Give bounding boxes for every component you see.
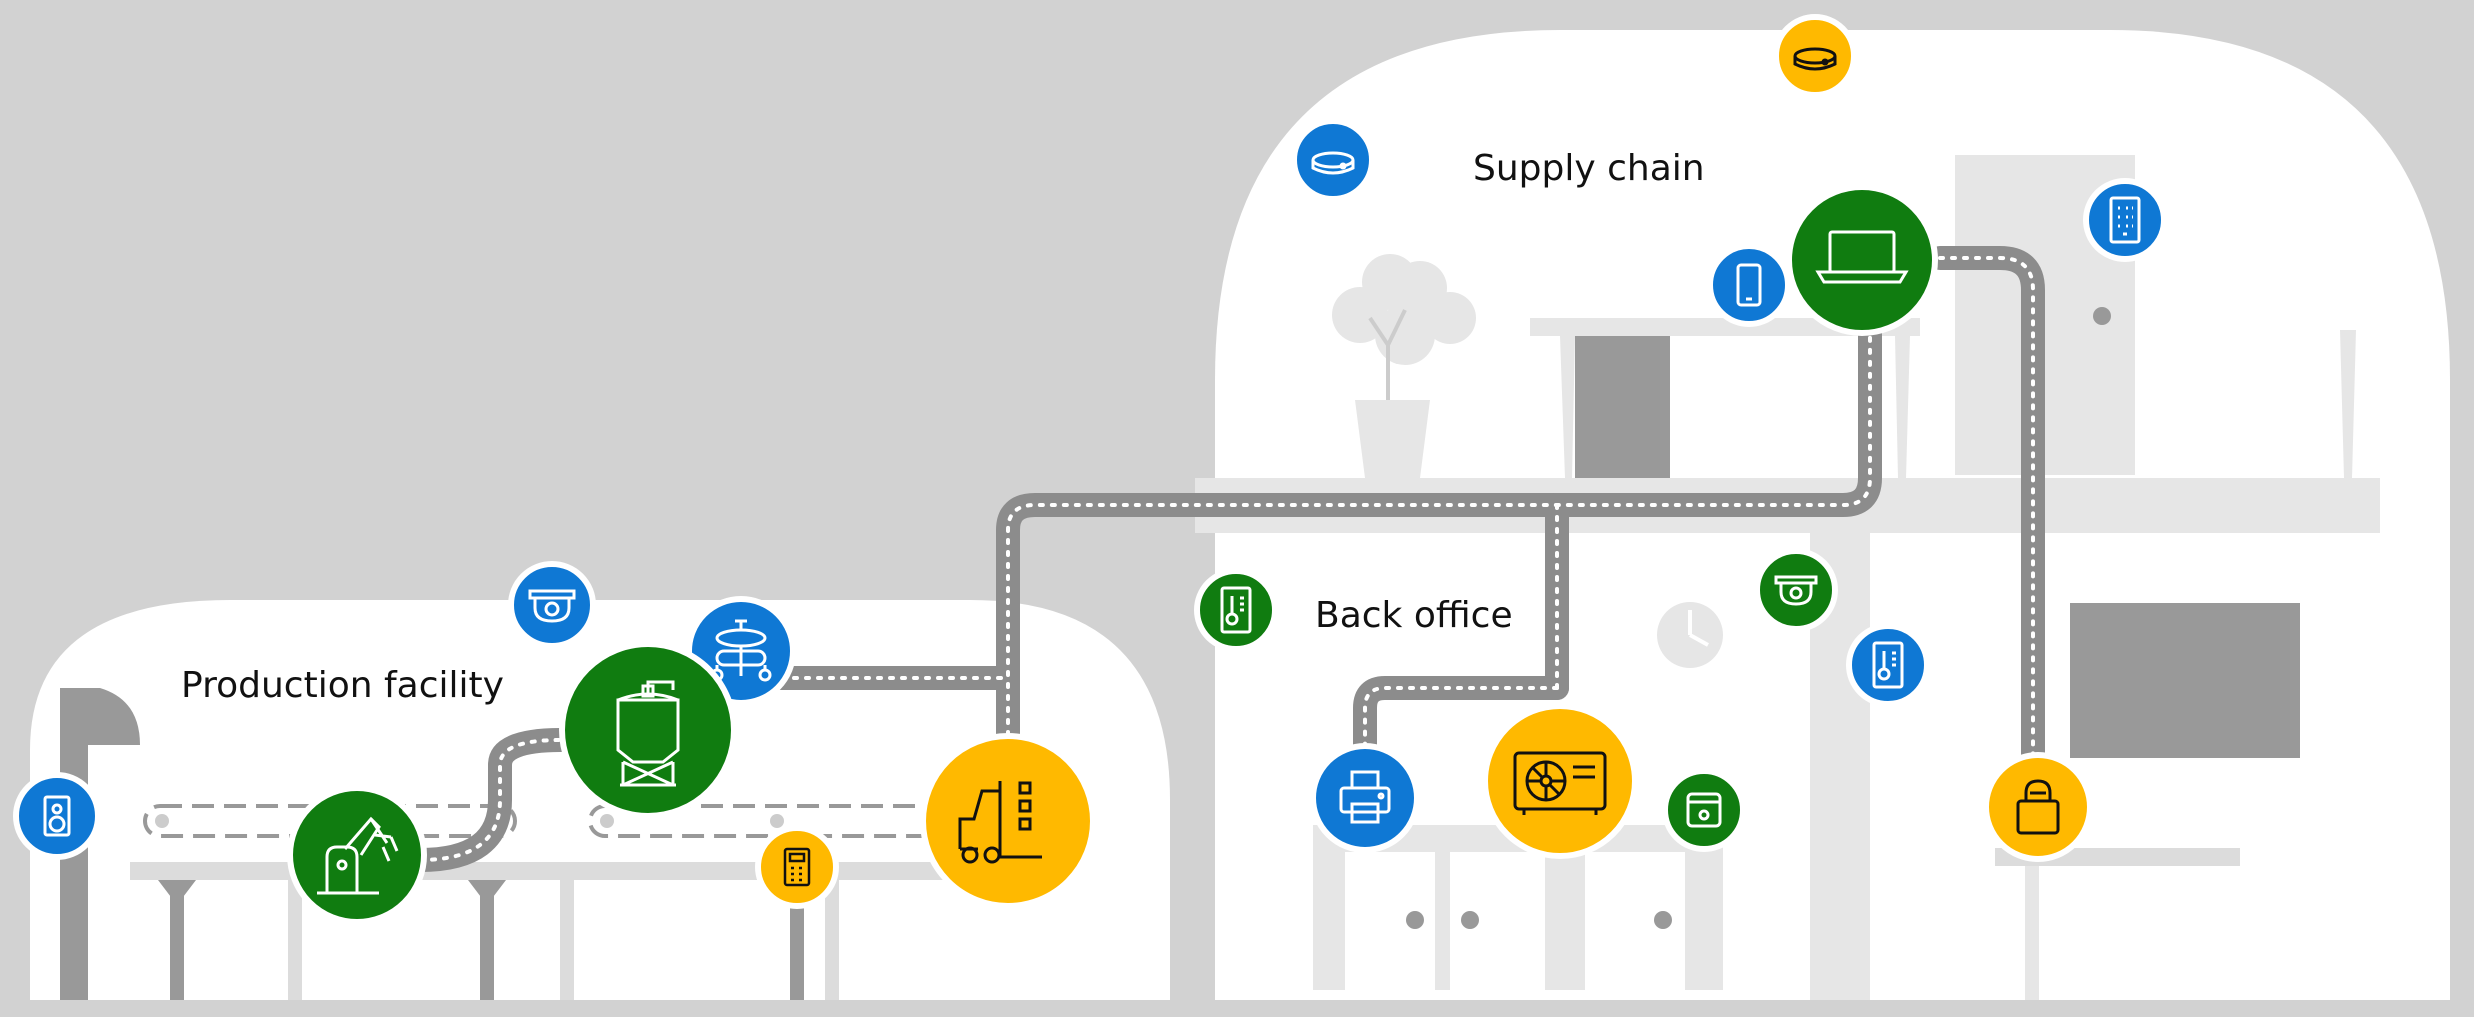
- thermometer-icon[interactable]: [1846, 623, 1930, 707]
- printer-icon[interactable]: [1310, 743, 1420, 853]
- padlock-icon[interactable]: [1983, 752, 2093, 862]
- robotic-arm-icon[interactable]: [287, 785, 427, 925]
- safe-icon[interactable]: [1662, 768, 1746, 852]
- plant-icon: [1332, 254, 1476, 478]
- production-facility-label: Production facility: [181, 665, 504, 706]
- speaker-icon[interactable]: [13, 772, 101, 860]
- network-pipes: [408, 246, 2045, 872]
- back-office-label: Back office: [1315, 595, 1513, 636]
- security-camera-icon[interactable]: [508, 561, 596, 649]
- security-camera-icon[interactable]: [1754, 548, 1838, 632]
- calculator-icon[interactable]: [755, 825, 839, 909]
- production-furniture: [60, 688, 952, 1000]
- smartphone-icon[interactable]: [1707, 243, 1791, 327]
- keypad-icon[interactable]: [2083, 178, 2167, 262]
- forklift-icon[interactable]: [920, 733, 1096, 909]
- thermostat-icon[interactable]: [1194, 568, 1278, 652]
- air-conditioner-icon[interactable]: [1482, 703, 1638, 859]
- smoke-detector-icon[interactable]: [1773, 14, 1857, 98]
- smoke-detector-icon[interactable]: [1291, 118, 1375, 202]
- supply-chain-label: Supply chain: [1473, 148, 1705, 189]
- laptop-icon[interactable]: [1786, 184, 1938, 336]
- industrial-tank-icon[interactable]: [559, 641, 737, 819]
